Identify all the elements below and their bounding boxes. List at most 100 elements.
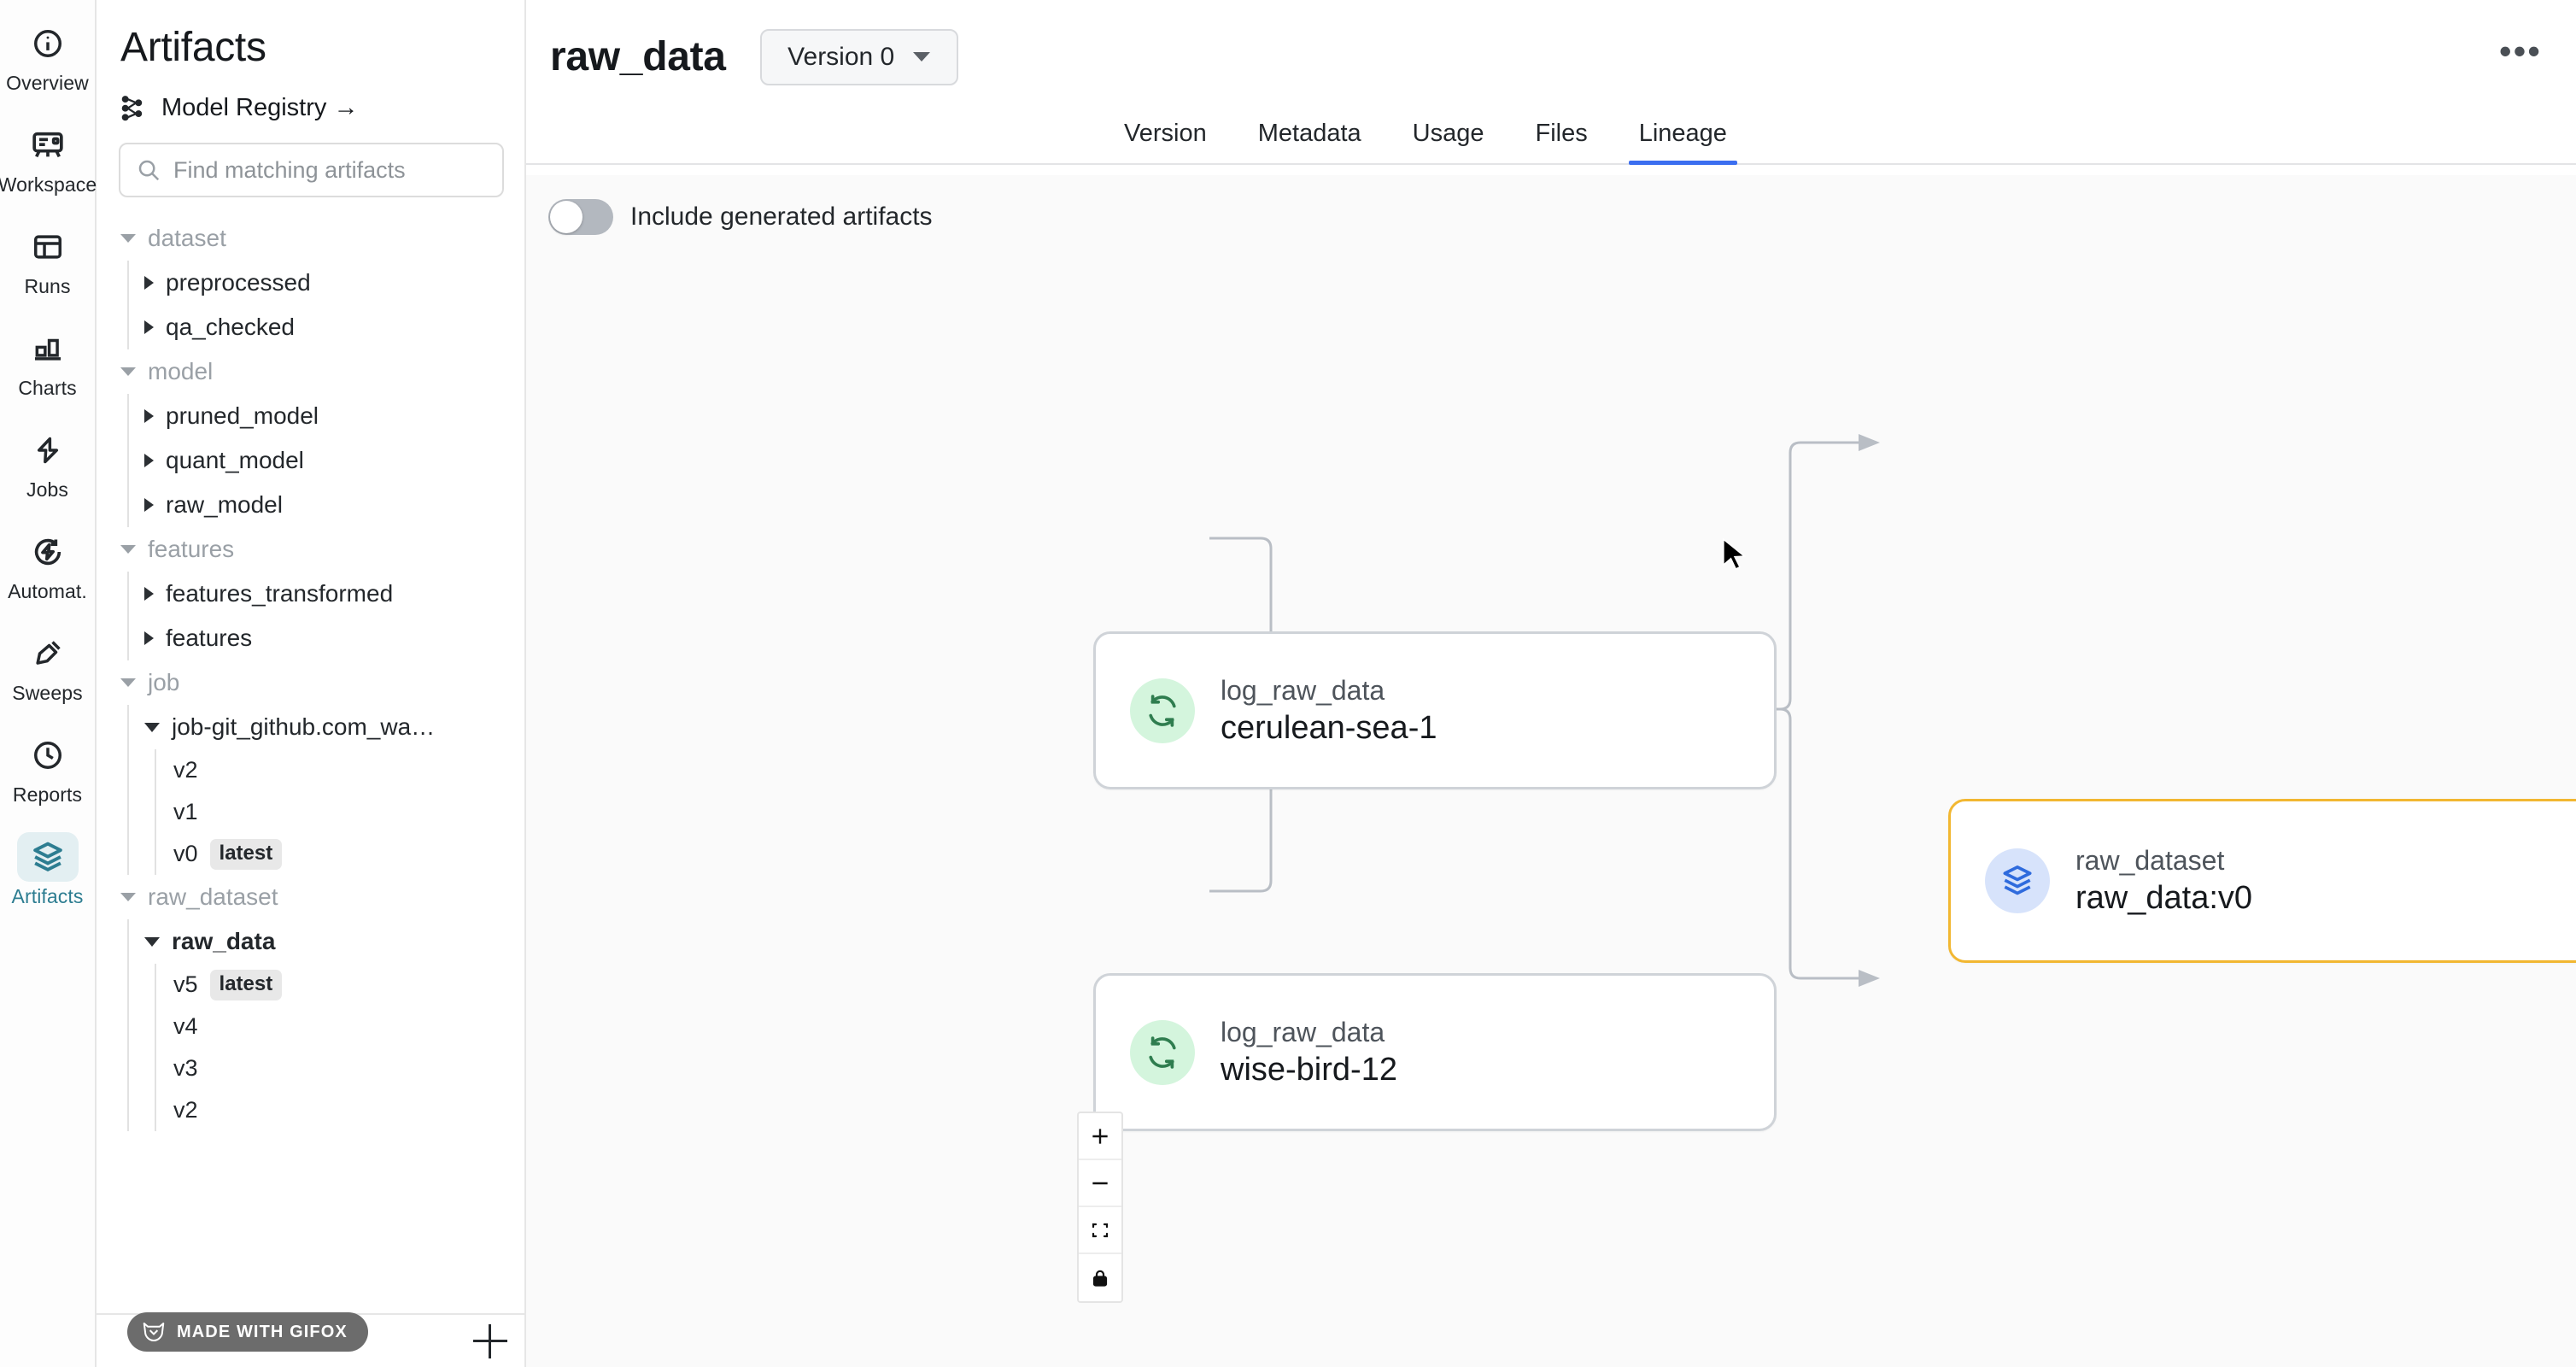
tree-group-header[interactable]: model (119, 349, 524, 394)
tree-item-label: features (166, 625, 253, 651)
lineage-node-run[interactable]: log_raw_data cerulean-sea-1 (1093, 631, 1777, 789)
overflow-menu-button[interactable]: ••• (2498, 30, 2542, 71)
tree-group-label: job (148, 669, 180, 695)
tab-usage[interactable]: Usage (1412, 120, 1484, 147)
include-generated-artifacts-toggle[interactable] (548, 199, 613, 235)
zoom-in-button[interactable] (1079, 1113, 1121, 1160)
rail-item-reports[interactable]: Reports (7, 725, 88, 810)
chevron-right-icon (144, 320, 154, 334)
tree-group-label: features (148, 536, 235, 562)
run-icon (1130, 678, 1195, 743)
node-title: wise-bird-12 (1221, 1051, 1397, 1088)
rail-item-workspace[interactable]: Workspace (0, 115, 97, 200)
tab-version[interactable]: Version (1124, 120, 1207, 147)
chevron-right-icon (144, 276, 154, 290)
tree-group-label: raw_dataset (148, 883, 278, 910)
lineage-canvas[interactable]: Include generated artifacts (526, 175, 2576, 1367)
rail-label: Artifacts (11, 885, 84, 907)
automation-icon (17, 527, 79, 577)
model-registry-icon (120, 93, 149, 122)
version-label: v1 (173, 799, 198, 824)
tree-item-quant-model[interactable]: quant_model (144, 438, 524, 483)
rail-item-runs[interactable]: Runs (7, 217, 88, 302)
node-subtitle: raw_dataset (2075, 845, 2225, 876)
rail-item-charts[interactable]: Charts (7, 319, 88, 403)
tree-item-label: quant_model (166, 447, 304, 473)
latest-badge: latest (209, 838, 283, 870)
version-item[interactable]: v2 (173, 749, 524, 791)
tree-item-preprocessed[interactable]: preprocessed (144, 261, 524, 305)
chevron-right-icon (144, 409, 154, 423)
workspace-icon (17, 120, 79, 170)
zoom-out-button[interactable] (1079, 1160, 1121, 1207)
version-item[interactable]: v3 (173, 1047, 524, 1089)
version-label: v0 (173, 841, 198, 866)
lock-button[interactable] (1079, 1254, 1121, 1301)
tree-item-raw-data[interactable]: raw_data (144, 919, 524, 964)
tree-group-features: features features_transformed features (119, 527, 524, 660)
version-list: v2 v1 v0 latest (155, 749, 524, 875)
rail-item-sweeps[interactable]: Sweeps (7, 624, 88, 708)
tree-item-features-transformed[interactable]: features_transformed (144, 572, 524, 616)
chevron-down-icon (913, 52, 931, 62)
rail-label: Sweeps (12, 682, 83, 704)
version-label: v4 (173, 1013, 198, 1039)
rail-item-artifacts[interactable]: Artifacts (7, 827, 88, 912)
gifox-watermark: MADE WITH GIFOX (127, 1312, 368, 1352)
version-selector-label: Version 0 (787, 42, 895, 71)
rail-label: Runs (24, 275, 71, 297)
gifox-fox-icon (141, 1319, 167, 1345)
tree-group-label: dataset (148, 225, 226, 251)
lineage-node-artifact-selected[interactable]: raw_dataset raw_data:v0 (1948, 799, 2576, 963)
version-label: v2 (173, 757, 198, 783)
model-registry-link[interactable]: Model Registry → (97, 71, 524, 122)
version-item[interactable]: v4 (173, 1006, 524, 1047)
tree-item-label: raw_model (166, 491, 283, 518)
node-subtitle: log_raw_data (1221, 674, 1385, 706)
tree-group-header[interactable]: job (119, 660, 524, 705)
tree-item-features[interactable]: features (144, 616, 524, 660)
tree-item-label: job-git_github.com_wa… (172, 713, 436, 740)
version-item[interactable]: v0 latest (173, 833, 524, 875)
tab-files[interactable]: Files (1535, 120, 1588, 147)
version-item[interactable]: v2 (173, 1089, 524, 1131)
tab-lineage[interactable]: Lineage (1613, 120, 1753, 165)
tree-item-label: pruned_model (166, 402, 319, 429)
tree-group-raw-dataset: raw_dataset raw_data v5 latest v4 (119, 875, 524, 1131)
search-input[interactable]: Find matching artifacts (119, 143, 504, 197)
add-artifact-button[interactable] (473, 1323, 507, 1358)
chevron-down-icon (120, 678, 136, 687)
version-item[interactable]: v5 latest (173, 964, 524, 1006)
rail-label: Workspace (0, 173, 97, 196)
version-selector[interactable]: Version 0 (759, 28, 958, 85)
node-subtitle: log_raw_data (1221, 1016, 1385, 1047)
include-generated-artifacts-row: Include generated artifacts (548, 199, 933, 235)
tree-item-job-git[interactable]: job-git_github.com_wa… (144, 705, 524, 749)
tree-group-header[interactable]: raw_dataset (119, 875, 524, 919)
tree-item-pruned-model[interactable]: pruned_model (144, 394, 524, 438)
rail-item-automations[interactable]: Automat. (7, 522, 88, 607)
toggle-knob (550, 201, 583, 233)
tree-item-qa-checked[interactable]: qa_checked (144, 305, 524, 349)
lineage-node-run[interactable]: log_raw_data wise-bird-12 (1093, 973, 1777, 1131)
chevron-down-icon (120, 893, 136, 901)
latest-badge: latest (209, 969, 283, 1000)
node-title: raw_data:v0 (2075, 880, 2253, 916)
tree-group-header[interactable]: features (119, 527, 524, 572)
fit-view-button[interactable] (1079, 1207, 1121, 1254)
info-circle-icon (17, 19, 79, 68)
version-item[interactable]: v1 (173, 791, 524, 833)
rail-item-jobs[interactable]: Jobs (7, 420, 88, 505)
mouse-cursor (1722, 537, 1748, 573)
tree-group-header[interactable]: dataset (119, 216, 524, 261)
rail-item-overview[interactable]: Overview (6, 14, 89, 98)
layers-icon (16, 832, 79, 882)
model-registry-label: Model Registry → (161, 93, 359, 121)
rail-label: Automat. (8, 580, 87, 602)
chevron-down-icon (120, 545, 136, 554)
layers-icon (1985, 848, 2050, 913)
tab-metadata[interactable]: Metadata (1257, 120, 1361, 147)
tree-item-label: features_transformed (166, 580, 394, 607)
tree-item-raw-model[interactable]: raw_model (144, 483, 524, 527)
search-icon (136, 157, 161, 183)
